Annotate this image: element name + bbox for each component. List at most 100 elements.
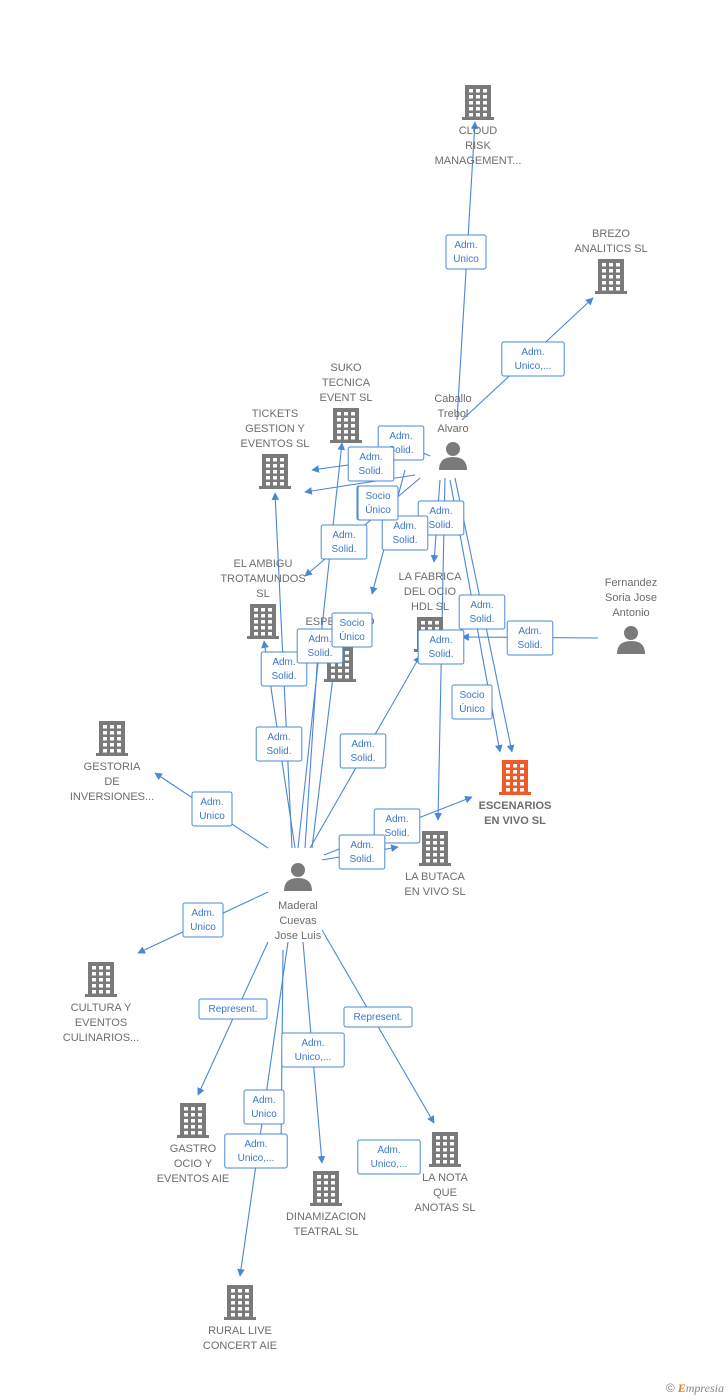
node-escenarios[interactable]: ESCENARIOS EN VIVO SL: [479, 760, 552, 827]
edge-label-text: Unico,...: [371, 1159, 408, 1170]
edge-label-caballo-to-esperando[interactable]: Adm.Solid.: [381, 515, 429, 551]
node-label-line: EVENT SL: [320, 392, 373, 404]
edge-label-caballo-to-escenarios[interactable]: Adm.Solid.: [458, 594, 506, 630]
node-label-line: Jose Luis: [275, 930, 322, 942]
node-label-line: DEL OCIO: [404, 586, 457, 598]
edge-label-text: Adm.: [332, 530, 355, 541]
edge-label-caballo-to-tickets[interactable]: Adm. Solid.: [347, 446, 395, 482]
brand-footer: ©Empresia: [666, 1381, 724, 1396]
building-icon: [330, 408, 362, 443]
node-label-line: SL: [256, 588, 269, 600]
node-label-line: DE: [104, 776, 119, 788]
edge-label-text: Adm.: [200, 797, 223, 808]
edge-label-text: Adm.: [389, 431, 412, 442]
edge-label-text: Adm.: [521, 347, 544, 358]
building-icon: [224, 1285, 256, 1320]
edge-label-caballo-to-fabrica[interactable]: Adm.Solid.: [417, 500, 465, 536]
brand-initial: E: [677, 1381, 686, 1395]
node-cultura[interactable]: CULTURA YEVENTOSCULINARIOS...: [63, 962, 139, 1044]
node-label-line: Fernandez: [605, 577, 658, 589]
node-label-line: GESTION Y: [245, 423, 305, 435]
edge-label-maderal-to-tickets[interactable]: Adm.Solid.: [255, 726, 303, 762]
person-icon: [439, 442, 467, 470]
node-label-line: EL AMBIGU: [234, 558, 293, 570]
edge-label-fernandez-to-escenarios[interactable]: Adm.Solid.: [506, 620, 554, 656]
edge-label-maderal-to-rural[interactable]: Adm.Unico: [243, 1089, 285, 1125]
edge-label-text: Solid.: [266, 746, 291, 757]
node-label-line: BREZO: [592, 228, 630, 240]
edge-label-maderal-to-escenarios[interactable]: Adm.Solid.: [373, 808, 421, 844]
edge-label-maderal-to-cultura[interactable]: Adm.Unico: [182, 902, 224, 938]
node-cloud[interactable]: CLOUDRISKMANAGEMENT...: [435, 85, 522, 167]
edge-label-text: Solid.: [469, 614, 494, 625]
edge-label-text: Unico: [190, 922, 216, 933]
edge-maderal-to-esperando: [311, 651, 339, 849]
node-label-line: EN VIVO SL: [484, 815, 546, 827]
edge-label-text: Único: [459, 702, 485, 715]
building-icon: [177, 1103, 209, 1138]
building-icon: [85, 962, 117, 997]
edge-label-text: Socio: [365, 491, 390, 502]
person-icon: [284, 863, 312, 891]
person-icon: [617, 626, 645, 654]
edge-label-caballo-to-brezo[interactable]: Adm.Unico,...: [501, 341, 565, 377]
node-label-line: TICKETS: [252, 408, 298, 420]
edge-maderal-to-esperando: [304, 651, 322, 849]
edge-label-maderal-to-butaca[interactable]: Adm.Solid.: [338, 834, 386, 870]
edge-label-text: Solid.: [384, 828, 409, 839]
edge-label-text: Adm.: [429, 506, 452, 517]
edge-label-text: Solid.: [331, 544, 356, 555]
edge-label-text: Adm.: [350, 840, 373, 851]
edge-label-maderal-to-gastro[interactable]: Represent.: [198, 998, 268, 1020]
node-label-line: Maderal: [278, 900, 318, 912]
node-tickets[interactable]: TICKETS GESTION Y EVENTOS SL: [241, 408, 310, 489]
node-label-line: LA NOTA: [422, 1172, 468, 1184]
node-label-line: OCIO Y: [174, 1158, 213, 1170]
edge-labels-layer: Adm.UnicoAdm.Unico,...Adm.Solid.Adm.Soli…: [182, 234, 565, 1175]
edge-label-text: Adm.: [359, 452, 382, 463]
edge-label-maderal-to-nota[interactable]: Represent.: [343, 1006, 413, 1028]
edge-label-caballo-to-cloud[interactable]: Adm.Unico: [445, 234, 487, 270]
node-label-line: EVENTOS SL: [241, 438, 310, 450]
node-label-line: Soria Jose: [605, 592, 657, 604]
edge-label-text: Adm.: [308, 634, 331, 645]
edge-label-caballo-to-ambigu[interactable]: Adm. Solid.: [320, 524, 368, 560]
edge-label-text: Adm.: [351, 739, 374, 750]
edge-label-maderal-to-ambigu[interactable]: Adm.Solid.: [260, 651, 308, 687]
node-label-line: ESCENARIOS: [479, 800, 552, 812]
node-label-line: Caballo: [434, 393, 471, 405]
edge-caballo-to-tickets: [304, 474, 416, 495]
edge-label-text: Socio: [339, 618, 364, 629]
edge-label-maderal-to-esperando[interactable]: Adm.Solid.: [296, 628, 344, 664]
edge-label-maderal-to-fabrica[interactable]: Adm.Solid.: [339, 733, 387, 769]
edge-label-maderal-to-gastro[interactable]: Adm.Unico,...: [224, 1133, 288, 1169]
edge-label-maderal-to-nota[interactable]: Adm.Unico,...: [357, 1139, 421, 1175]
node-gestoria[interactable]: GESTORIADEINVERSIONES...: [70, 721, 154, 803]
edge-label-text: Solid.: [358, 466, 383, 477]
edge-label-maderal-to-gestoria[interactable]: Adm.Unico: [191, 791, 233, 827]
node-label-line: LA BUTACA: [405, 871, 465, 883]
node-label-line: Trebol: [438, 408, 469, 420]
edge-label-maderal-to-dinamizacion[interactable]: Adm.Unico,...: [281, 1032, 345, 1068]
node-label-line: INVERSIONES...: [70, 791, 154, 803]
edge-label-caballo-to-butaca[interactable]: Adm.Solid.: [417, 629, 465, 665]
node-label-line: SUKO: [330, 362, 362, 374]
building-icon: [96, 721, 128, 756]
node-label-line: DINAMIZACION: [286, 1211, 366, 1223]
edge-label-text: Adm.: [252, 1095, 275, 1106]
